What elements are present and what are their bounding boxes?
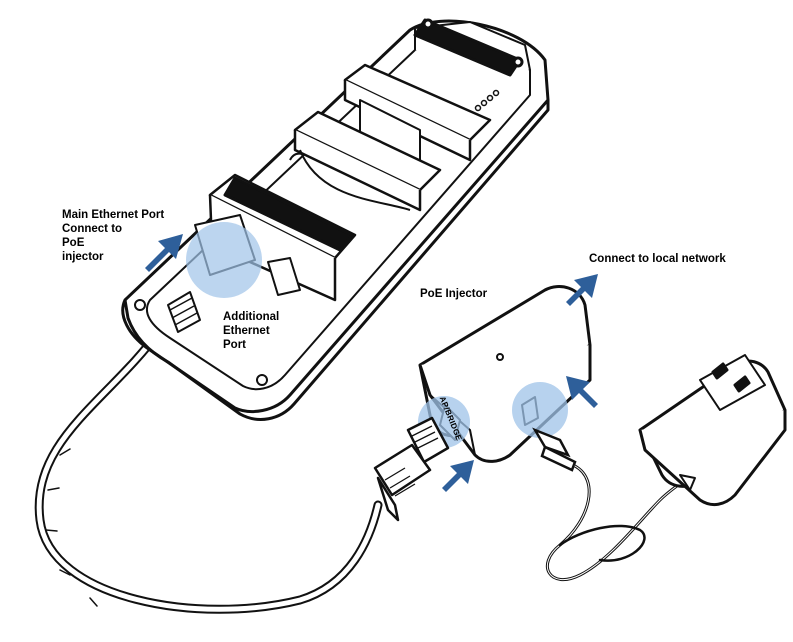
main-port-line-1: Main Ethernet Port <box>62 208 192 222</box>
dc-plug <box>535 430 575 470</box>
additional-line-1: Additional <box>223 310 279 324</box>
dc-port-highlight <box>512 382 568 438</box>
main-port-highlight <box>186 222 262 298</box>
main-port-line-3: PoE <box>62 236 192 250</box>
arrow-dc-port <box>566 376 598 408</box>
power-adapter <box>640 355 785 505</box>
poe-injector-label: PoE Injector <box>420 287 487 301</box>
main-ethernet-port-label: Main Ethernet Port Connect to PoE inject… <box>62 208 192 264</box>
additional-ethernet-port-label: Additional Ethernet Port <box>223 310 279 352</box>
additional-line-2: Ethernet <box>223 324 279 338</box>
main-port-line-2: Connect to <box>62 222 192 236</box>
arrow-lan-port <box>442 460 474 492</box>
connect-local-network-label: Connect to local network <box>589 252 726 266</box>
main-port-line-4: injector <box>62 250 192 264</box>
additional-line-3: Port <box>223 338 279 352</box>
rj45-plug <box>375 418 448 520</box>
